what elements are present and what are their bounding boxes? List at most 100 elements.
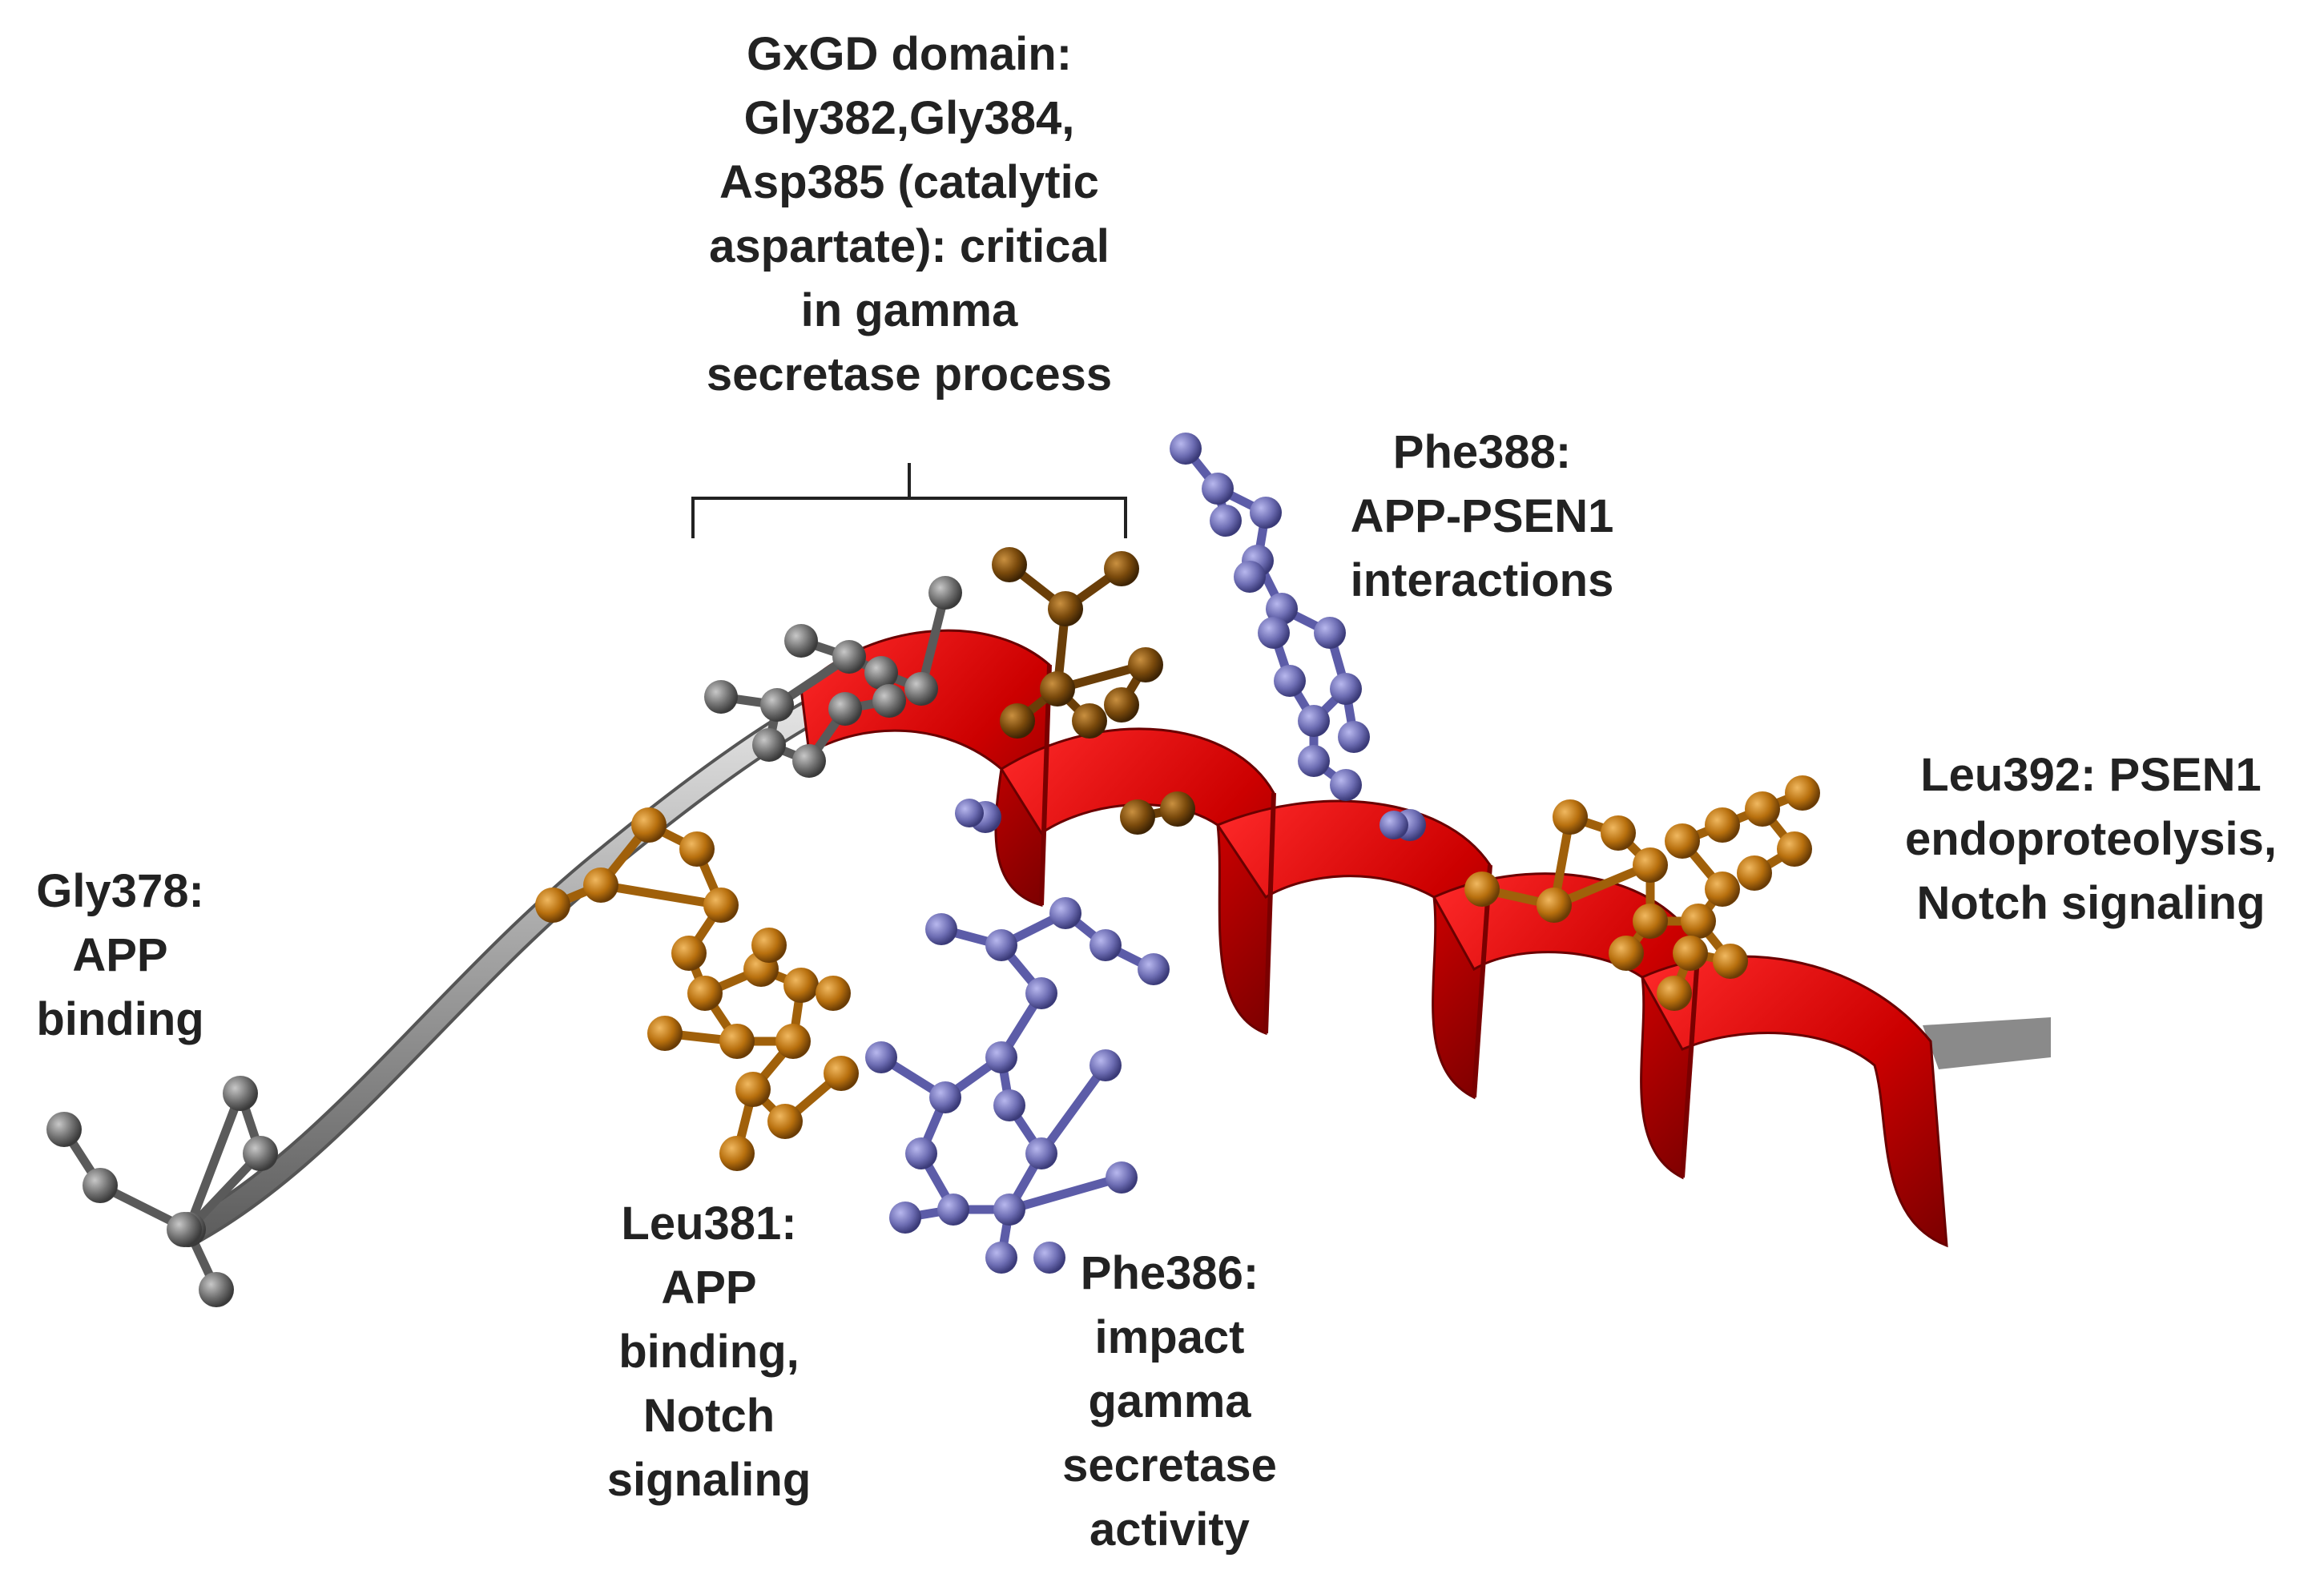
bond: [1037, 1061, 1110, 1158]
atom: [760, 688, 794, 722]
atom: [1338, 721, 1370, 753]
atom: [1210, 505, 1242, 537]
atom: [1000, 703, 1035, 739]
atom: [985, 1041, 1017, 1073]
label-line: APP: [661, 1262, 757, 1314]
atom: [1705, 807, 1740, 843]
atom: [864, 656, 898, 690]
atom: [1170, 433, 1202, 465]
label-leu381: Leu381: APP binding, Notch signaling: [593, 1192, 825, 1512]
atom: [985, 1242, 1017, 1274]
label-line: APP-PSEN1: [1350, 490, 1614, 542]
atom: [783, 968, 819, 1003]
atom: [1464, 871, 1500, 907]
atom: [925, 913, 957, 945]
atom: [1314, 617, 1346, 649]
atom: [1673, 936, 1708, 971]
atom: [1274, 665, 1306, 697]
atom: [1553, 799, 1588, 835]
bond: [1005, 1173, 1126, 1214]
atom: [985, 929, 1017, 961]
atom: [703, 888, 739, 923]
atom: [993, 1194, 1025, 1226]
label-line: GxGD domain:: [746, 28, 1073, 80]
atom: [1234, 561, 1266, 593]
atom: [1104, 551, 1139, 586]
label-line: Gly378:: [36, 865, 204, 917]
atom: [167, 1212, 202, 1247]
atom: [1657, 976, 1692, 1011]
label-line: interactions: [1350, 554, 1614, 606]
atom: [1106, 1161, 1138, 1194]
label-line: in gamma: [800, 284, 1018, 336]
atom: [679, 831, 715, 867]
atom: [1330, 769, 1362, 801]
atom: [1048, 591, 1083, 626]
residue-blue-small-atoms: [955, 799, 1408, 839]
atom: [1633, 904, 1668, 939]
atom: [1258, 617, 1290, 649]
atom: [704, 680, 738, 714]
residue-leu392-atoms: [1464, 775, 1820, 1011]
atom: [1713, 944, 1748, 979]
atom: [767, 1104, 803, 1139]
atom: [1705, 871, 1740, 907]
label-phe386: Phe386: impact gamma secretase activity: [1033, 1242, 1306, 1562]
label-line: activity: [1090, 1503, 1250, 1556]
label-line: binding,: [618, 1326, 800, 1378]
bond: [183, 1089, 245, 1234]
atom: [865, 1041, 897, 1073]
atom: [1777, 831, 1812, 867]
atom: [1120, 799, 1155, 835]
label-line: aspartate): critical: [709, 220, 1110, 272]
atom: [1090, 929, 1122, 961]
atom: [46, 1112, 82, 1147]
residue-gray-backbone-atoms: [704, 576, 962, 778]
label-line: endoproteolysis,: [1904, 813, 2278, 865]
atom: [719, 1136, 755, 1171]
label-line: Notch signaling: [1916, 877, 2266, 929]
atom: [535, 888, 570, 923]
residue-atoms: [46, 433, 1820, 1307]
residue-leu381-atoms: [535, 807, 859, 1171]
atom: [751, 928, 787, 963]
atom: [1737, 855, 1772, 891]
atom: [1128, 647, 1163, 682]
atom: [1202, 473, 1234, 505]
atom: [824, 1056, 859, 1091]
label-gxgd-domain: GxGD domain: Gly382,Gly384, Asp385 (cata…: [657, 22, 1162, 407]
label-line: APP: [72, 929, 168, 981]
atom: [1040, 671, 1075, 706]
atom: [784, 624, 818, 658]
label-line: Phe388:: [1392, 426, 1572, 478]
label-line: impact: [1094, 1311, 1245, 1363]
atom: [223, 1076, 258, 1111]
label-line: Leu381:: [621, 1198, 797, 1250]
residue-gly378-atoms: [46, 1076, 278, 1307]
atom: [1330, 673, 1362, 705]
label-line: secretase: [1062, 1439, 1277, 1491]
atom: [1537, 888, 1572, 923]
label-leu392: Leu392: PSEN1 endoproteolysis, Notch sig…: [1867, 743, 2315, 936]
residue-asp385-atoms: [992, 547, 1195, 835]
atom: [1049, 897, 1081, 929]
atom: [83, 1168, 118, 1203]
atom: [1785, 775, 1820, 811]
atom: [243, 1136, 278, 1171]
atom: [752, 728, 786, 762]
atom: [992, 547, 1027, 582]
atom: [775, 1024, 811, 1059]
residue-phe386-atoms: [865, 801, 1170, 1274]
atom: [905, 1137, 937, 1169]
atom: [904, 672, 938, 706]
atom: [1681, 904, 1716, 939]
atom: [828, 692, 862, 726]
atom: [631, 807, 667, 843]
atom: [929, 1081, 961, 1113]
atom: [1665, 823, 1700, 859]
atom: [1298, 745, 1330, 777]
label-line: Gly382,Gly384,: [743, 92, 1075, 144]
atom: [1025, 977, 1057, 1009]
